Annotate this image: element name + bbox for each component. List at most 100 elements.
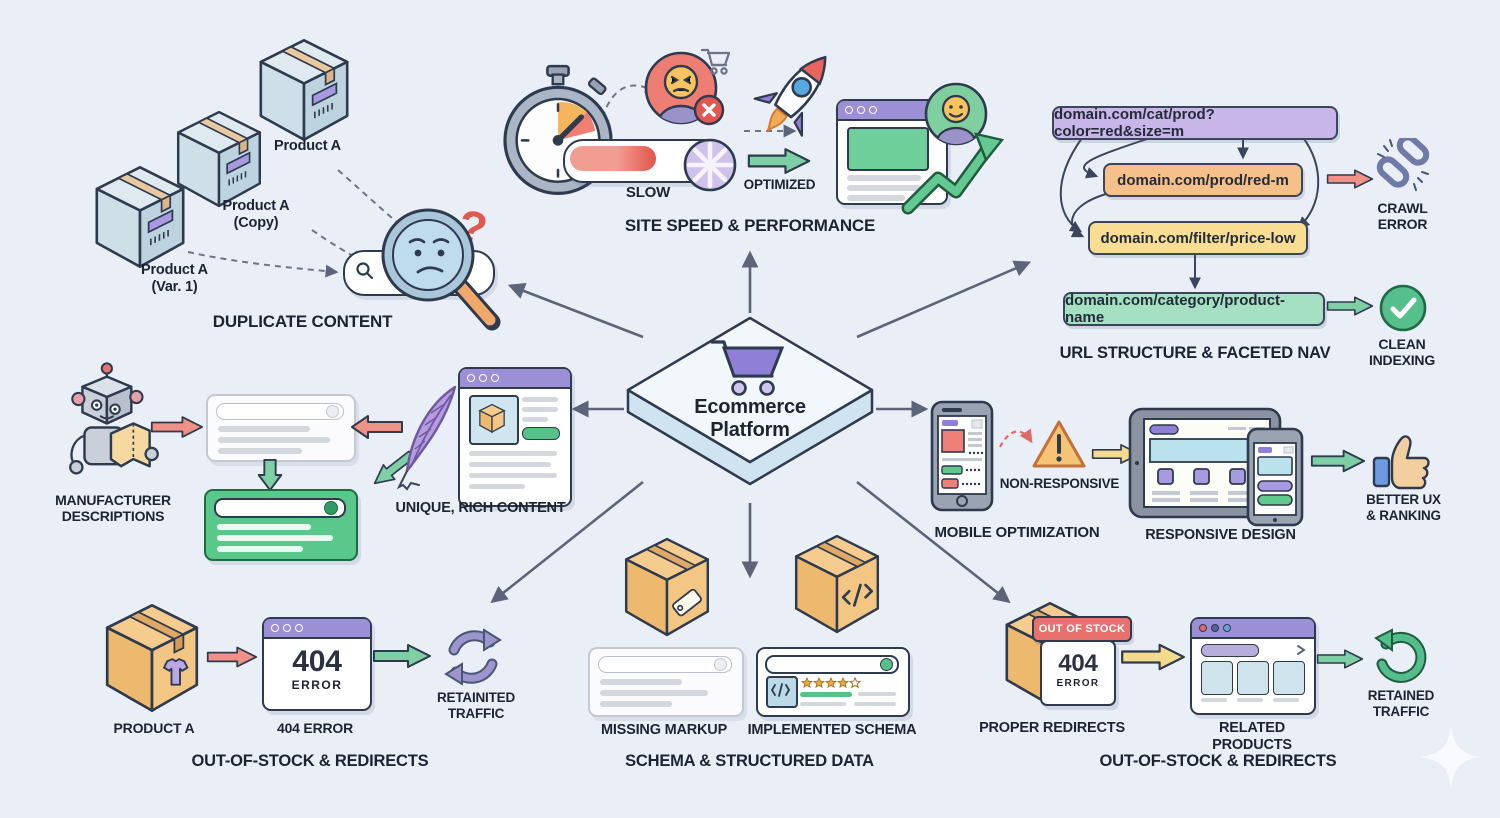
mobile-optimization-label: MOBILE OPTIMIZATION [934, 524, 1100, 541]
product-image-thumb [469, 395, 519, 445]
schema-section-label: SCHEMA & STRUCTURED DATA [625, 752, 874, 770]
ranking-arrow-icon [1310, 449, 1366, 473]
star-rating-icon [801, 677, 862, 689]
browser-header [264, 619, 370, 639]
url-pill-parameter: domain.com/cat/prod?color=red&size=m [1052, 106, 1338, 140]
error-404-card: 404 ERROR [1040, 640, 1116, 706]
error-code: 404 [292, 645, 342, 678]
error-code: 404 [1058, 650, 1098, 677]
non-responsive-label: NON-RESPONSIVE [999, 476, 1120, 491]
product-copy-label: Product A (Copy) [222, 198, 290, 231]
product-page-card [458, 367, 572, 507]
code-snippet-thumb [766, 676, 798, 708]
faceted-nav-links [1059, 135, 1320, 290]
retain-arrow-icon [1316, 649, 1364, 669]
shopping-cart-icon [710, 340, 785, 396]
hero-block [847, 127, 929, 171]
redirect-arrow-icon [1121, 643, 1185, 671]
product-box-icon [176, 110, 262, 208]
responsive-design-label: RESPONSIVE DESIGN [1145, 527, 1296, 543]
sparkle-icon [1420, 726, 1482, 788]
url-pill-variant: domain.com/prod/red-m [1103, 163, 1303, 197]
search-icon [356, 262, 374, 280]
refresh-icon [1374, 628, 1427, 683]
redirect-arrow-icon [373, 644, 431, 668]
related-products-label: RELATED PRODUCTS [1212, 720, 1292, 753]
check-icon [1379, 284, 1427, 332]
browser-header [460, 369, 570, 389]
duplicate-content-section-label: DUPLICATE CONTENT [212, 312, 393, 331]
buy-button [522, 427, 560, 440]
product-label: Product A [274, 138, 341, 154]
chevron-right-icon [1297, 645, 1306, 655]
platform-title: Ecommerce Platform [694, 396, 806, 441]
clean-indexing-label: CLEAN INDEXING [1368, 336, 1436, 369]
loading-bar-fill [570, 146, 656, 171]
thin-serp-card [206, 394, 356, 462]
slow-label: SLOW [625, 184, 671, 201]
rich-result-line [800, 692, 852, 697]
robot-icon [69, 362, 159, 475]
warning-icon [1032, 420, 1086, 468]
rich-serp-card [204, 489, 358, 561]
code-icon [770, 683, 791, 697]
tag-box-icon [624, 537, 710, 637]
oos-left-section-label: OUT-OF-STOCK & REDIRECTS [191, 752, 429, 770]
browser-header [838, 101, 946, 121]
retained-traffic-label: RETAINED TRAFFIC [1367, 688, 1435, 719]
product-a-label: PRODUCT A [113, 720, 195, 736]
browser-header [1192, 619, 1314, 639]
optimized-arrow-icon [747, 148, 811, 174]
related-products-window [1190, 617, 1316, 715]
thumbs-up-icon [1372, 435, 1430, 490]
frustrated-user-icon [644, 51, 725, 126]
growth-arrow-icon [901, 132, 1005, 215]
rocket-icon [753, 55, 827, 137]
magnifier-face-icon: ? [381, 199, 501, 331]
code-box-icon [794, 534, 880, 634]
crawl-error-arrow-icon [1326, 169, 1374, 189]
product-var-label: Product A (Var. 1) [141, 262, 208, 295]
missing-markup-label: MISSING MARKUP [600, 722, 728, 738]
hub-radial-arrows [490, 250, 1032, 604]
improve-arrow-icon [257, 458, 283, 492]
product-thumb [1273, 661, 1305, 695]
missing-markup-card [588, 647, 744, 717]
bad-content-arrow-icon [150, 416, 204, 438]
spinner-icon [683, 138, 737, 192]
better-ux-label: BETTER UX & RANKING [1366, 492, 1441, 523]
out-of-stock-badge: OUT OF STOCK [1032, 616, 1132, 642]
unique-content-label: UNIQUE, RICH CONTENT [395, 500, 566, 516]
non-responsive-dashed-arrow [999, 428, 1033, 448]
phone-icon [930, 400, 994, 512]
product-thumb [1237, 661, 1269, 695]
error-word: ERROR [291, 678, 343, 692]
product-box-icon [95, 166, 185, 268]
rewrite-arrow-icon [351, 415, 403, 439]
filter-pill [1201, 644, 1259, 657]
stopwatch-icon [503, 64, 613, 195]
mini-box-icon [478, 403, 506, 434]
implemented-schema-card [756, 647, 910, 717]
crawl-error-label: CRAWL ERROR [1377, 200, 1428, 233]
url-structure-section-label: URL STRUCTURE & FACETED NAV [1059, 344, 1331, 362]
manufacturer-label: MANUFACTURER DESCRIPTIONS [55, 492, 171, 525]
platform-diamond-icon [626, 316, 874, 486]
happy-user-icon [924, 82, 988, 146]
implemented-schema-label: IMPLEMENTED SCHEMA [747, 722, 917, 738]
cart-outline-icon [700, 48, 731, 75]
proper-redirects-label: PROPER REDIRECTS [979, 720, 1125, 736]
broken-arrow-icon [206, 646, 258, 668]
shirt-box-icon [105, 604, 199, 712]
product-thumb [1201, 661, 1233, 695]
responsive-devices-icon [1128, 407, 1304, 527]
url-pill-clean: domain.com/category/product-name [1063, 292, 1325, 326]
url-pill-filter: domain.com/filter/price-low [1088, 221, 1308, 255]
refresh-icon [444, 628, 502, 686]
optimized-label: OPTIMIZED [743, 177, 816, 192]
oos-right-section-label: OUT-OF-STOCK & REDIRECTS [1099, 752, 1337, 770]
broken-link-icon [1376, 138, 1430, 191]
serp-search-pill [214, 498, 346, 518]
error-caption: 404 ERROR [276, 720, 353, 736]
